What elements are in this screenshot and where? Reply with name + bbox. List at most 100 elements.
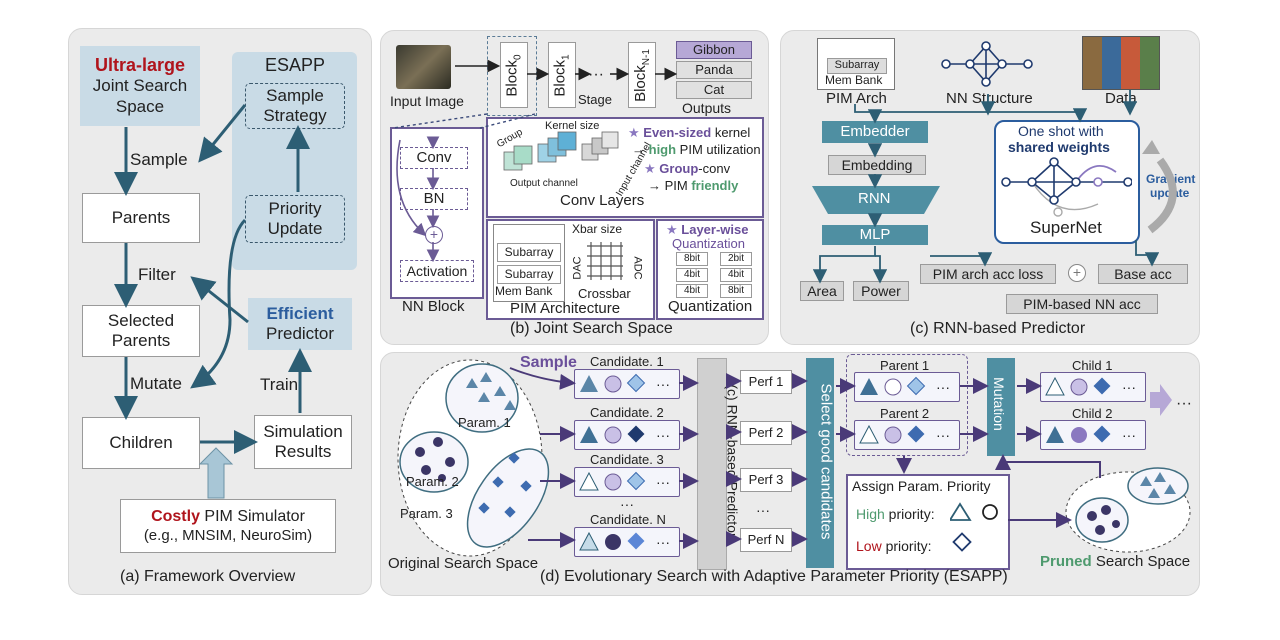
arrow-pim: → PIM <box>648 178 692 193</box>
panel-a-arrows <box>114 104 312 499</box>
kernel-label: kernel <box>711 125 751 140</box>
svg-text:···: ··· <box>656 474 670 490</box>
efficient-predictor-box: Efficient Predictor <box>248 298 352 350</box>
pim-simulator-box: Costly PIM Simulator (e.g., MNSIM, Neuro… <box>120 499 336 553</box>
low-priority-suffix: priority: <box>881 538 932 554</box>
quant-cell-5: 4bit <box>676 284 708 298</box>
panel-b-arrows <box>392 59 678 263</box>
block-1: Block1 <box>548 42 576 108</box>
output-panda: Panda <box>676 61 752 79</box>
quant-cell-6: 8bit <box>720 284 752 298</box>
mem-bank-frame <box>493 224 565 302</box>
stage-label: Stage <box>578 92 612 107</box>
low-priority-label: Low <box>856 538 882 554</box>
quant-cell-1: 8bit <box>676 252 708 266</box>
selected-parents-label: Parents <box>111 331 171 350</box>
conv-layers-frame <box>486 117 764 218</box>
rnn-label: RNN <box>858 190 891 207</box>
pim-arch-label: PIM Architecture <box>510 300 621 317</box>
caption-b: (b) Joint Search Space <box>510 320 673 337</box>
pc-pim-arch: PIM Arch <box>826 90 887 107</box>
block-n-1: BlockN-1 <box>628 42 656 108</box>
svg-text:···: ··· <box>656 534 670 550</box>
pim-friendly-note: → PIM friendly <box>648 178 738 193</box>
sample-strategy-box: Sample Strategy <box>245 83 345 129</box>
candidate-dots: ··· <box>620 496 634 512</box>
pim-arch-loss-box: PIM arch acc loss <box>920 264 1056 284</box>
panel-c-arrows <box>812 90 1177 284</box>
perf-2: Perf 2 <box>740 421 792 445</box>
filter-label: Filter <box>138 265 176 284</box>
param-2-label: Param. 2 <box>406 474 459 489</box>
layer-wise-label: Layer-wise <box>681 222 749 237</box>
sample-label: Sample <box>130 150 188 169</box>
quant-cell-3: 4bit <box>676 268 708 282</box>
priority-update-box: Priority Update <box>245 195 345 243</box>
perf-n: Perf N <box>740 528 792 552</box>
predictor-label: Predictor <box>265 324 335 343</box>
caption-a: (a) Framework Overview <box>120 568 296 585</box>
space-label: Space <box>115 96 165 116</box>
candidate-2-label: Candidate. 2 <box>590 405 664 420</box>
output-channel-label: Output channel <box>510 178 578 189</box>
train-label: Train <box>260 375 299 394</box>
svg-text:···: ··· <box>1122 427 1136 443</box>
mutation-bar <box>987 358 1015 456</box>
parent-2-label: Parent 2 <box>880 406 930 421</box>
low-priority-row: Low priority: <box>856 538 931 554</box>
parent-1-label: Parent 1 <box>880 358 930 373</box>
conv-layers-label: Conv Layers <box>560 192 645 209</box>
simulator-examples: (e.g., MNSIM, NeuroSim) <box>143 526 313 544</box>
xbar-size-label: Xbar size <box>572 222 623 236</box>
simulation-label: Simulation <box>263 421 343 441</box>
joint-search-label: Joint Search <box>92 76 188 96</box>
assign-priority-box <box>846 474 1010 570</box>
parents-dashed-frame <box>846 354 968 456</box>
embedder-box: Embedder <box>822 121 928 143</box>
param-3-label: Param. 3 <box>400 506 453 521</box>
costly-label: Costly <box>151 508 200 526</box>
plus-icon: + <box>1068 264 1086 282</box>
pruned-search-space <box>1065 467 1191 553</box>
even-sized-note: ★ Even-sized kernel <box>628 125 751 140</box>
priority-update-l1: Priority <box>268 198 322 218</box>
conv-kernels-graphic <box>503 131 619 171</box>
efficient-label: Efficient <box>266 303 334 323</box>
mem-bank-label: Mem Bank <box>495 284 553 298</box>
svg-text:···: ··· <box>656 427 670 443</box>
even-sized-label: Even-sized <box>643 125 712 140</box>
area-box: Area <box>800 281 844 301</box>
base-acc-box: Base acc <box>1098 264 1188 284</box>
crossbar-label: Crossbar <box>578 286 631 301</box>
one-shot-label: One shot with <box>1018 123 1104 139</box>
results-label: Results <box>274 442 332 461</box>
children-box: Children <box>82 417 200 469</box>
original-space-label: Original Search Space <box>388 555 539 572</box>
shared-weights-label: shared weights <box>1008 139 1110 155</box>
candidate-1-label: Candidate. 1 <box>590 354 664 369</box>
nn-structure-icon <box>941 41 1033 87</box>
supernet-graph <box>1001 157 1132 217</box>
high-priority-label: High <box>856 506 885 522</box>
svg-text:···: ··· <box>936 379 950 395</box>
candidate-3-label: Candidate. 3 <box>590 452 664 467</box>
mlp-box: MLP <box>822 225 928 245</box>
pim-simulator-label: PIM Simulator <box>199 508 305 526</box>
simulation-results-box: Simulation Results <box>254 415 352 469</box>
selected-label: Selected <box>107 310 175 330</box>
high-util-note: → high PIM utilization <box>632 142 761 157</box>
high-priority-row: High priority: <box>856 506 935 522</box>
block-0: Block0 <box>500 42 528 108</box>
perf-dots: ··· <box>756 502 770 518</box>
rnn-predictor-bar <box>697 358 727 570</box>
child-1-label: Child 1 <box>1072 358 1113 373</box>
ultra-large-space-box: Ultra-large Joint Search Space <box>80 46 200 126</box>
subarray-box-1: Subarray <box>497 243 561 262</box>
pruned-label: Pruned <box>1040 553 1092 570</box>
subarray-box-2: Subarray <box>497 265 561 284</box>
output-cat: Cat <box>676 81 752 99</box>
quantization-label: Quantization <box>668 298 753 315</box>
nn-structure-label: NN Structure <box>946 90 1033 107</box>
data-images-icon <box>1082 36 1160 90</box>
outputs-label: Outputs <box>682 100 732 116</box>
